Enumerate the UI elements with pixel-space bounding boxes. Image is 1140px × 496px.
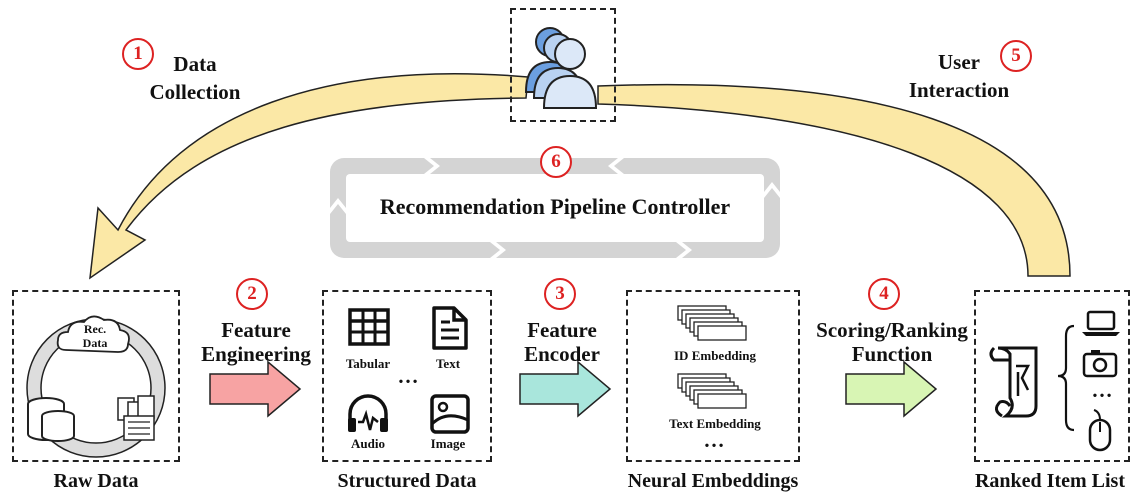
step-5-label-line2: Interaction [908,78,1010,102]
ranked-item-box: … [974,290,1130,462]
feature-encoder-arrow [519,360,612,418]
raw-data-illustration [26,315,166,458]
controller-loop [330,158,780,258]
tabular-label: Tabular [345,356,391,371]
step-6-badge: 6 [540,146,572,178]
user-group-icon [524,27,598,109]
user-interaction-curve [597,83,1071,277]
database-icon [27,397,75,442]
structured-data-caption: Structured Data [337,470,477,492]
scroll-icon [989,346,1038,418]
step-3-label-line2: Encoder [524,342,600,366]
step-4-label-line2: Function [851,342,933,366]
id-embedding-label: ID Embedding [674,348,756,363]
structured-ellipsis: … [397,364,419,388]
image-label: Image [430,436,466,451]
cloud-label-line1: Rec. [83,322,107,336]
mouse-icon [1088,409,1112,452]
data-collection-curve [89,73,529,280]
step-1-label-line1: Data [173,52,217,76]
ranked-illustration [989,310,1120,452]
scoring-arrow [845,360,938,418]
cloud-label-line2: Data [82,336,108,350]
embedding-stack-icon [677,305,747,341]
text-file-icon [432,306,468,350]
table-icon [348,308,390,346]
laptop-icon [1082,310,1120,336]
structured-data-box: Tabular Text … Audio Image [322,290,492,462]
raw-data-caption: Raw Data [53,470,139,492]
cloud-icon [56,315,130,353]
audio-label: Audio [351,436,385,451]
embedding-stack-icon-2 [677,373,747,409]
user-box [510,8,616,122]
step-1-badge: 1 [122,38,154,70]
step-5-label-line1: User [938,50,980,74]
neural-embeddings-caption: Neural Embeddings [627,470,799,492]
text-label: Text [435,356,461,371]
step-3-badge: 3 [544,278,576,310]
step-5-badge: 5 [1000,40,1032,72]
audio-icon [348,394,388,432]
step-1-label-line2: Collection [149,80,241,104]
controller-label: Recommendation Pipeline Controller [379,194,731,219]
neural-ellipsis: … [703,428,725,452]
step-2-label-line1: Feature [221,318,291,342]
step-2-badge: 2 [236,278,268,310]
step-4-label-line1: Scoring/Ranking [816,318,968,342]
raw-data-box: Rec. Data [12,290,180,462]
step-3-label-line1: Feature [527,318,597,342]
document-icon [117,395,155,441]
feature-engineering-arrow [209,360,302,418]
camera-icon [1082,350,1118,378]
step-4-badge: 4 [868,278,900,310]
step-2-label-line2: Engineering [201,342,311,366]
ranked-item-caption: Ranked Item List [974,470,1125,492]
neural-embeddings-box: ID Embedding Text Embedding … [626,290,800,462]
image-icon [430,394,470,434]
text-embedding-label: Text Embedding [669,416,761,431]
ranked-ellipsis: … [1091,378,1113,402]
